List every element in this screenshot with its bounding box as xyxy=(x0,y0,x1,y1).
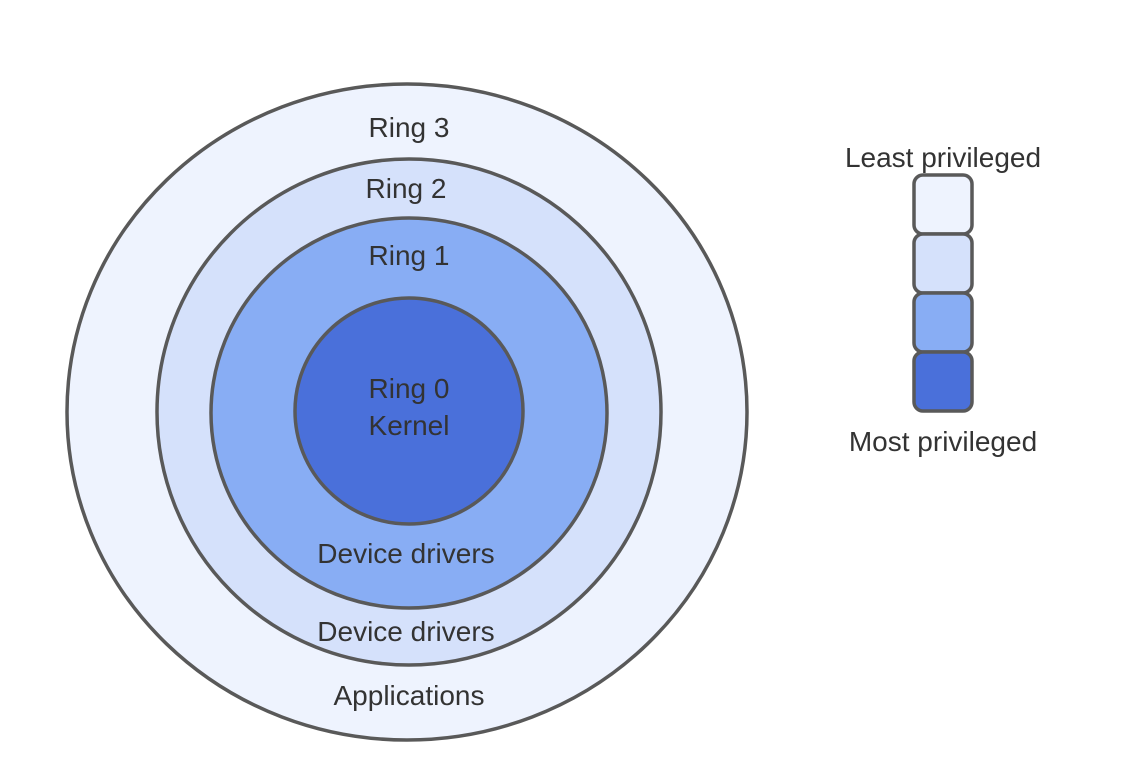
ring-1-bottom-label: Device drivers xyxy=(317,538,494,569)
legend-swatch-3 xyxy=(912,291,974,354)
ring-2-title: Ring 2 xyxy=(366,173,447,204)
ring-1-title: Ring 1 xyxy=(369,240,450,271)
legend-swatch-2 xyxy=(912,232,974,295)
legend-bottom-label: Most privileged xyxy=(849,426,1037,457)
legend-top-label: Least privileged xyxy=(845,142,1041,173)
ring-3-bottom-label: Applications xyxy=(334,680,485,711)
ring-2-bottom-label: Device drivers xyxy=(317,616,494,647)
ring-labels: Ring 3 Ring 2 Ring 1 Ring 0 Kernel Devic… xyxy=(317,112,494,711)
ring-3-title: Ring 3 xyxy=(369,112,450,143)
ring-0-subtitle: Kernel xyxy=(369,410,450,441)
legend-swatch-most xyxy=(912,350,974,413)
legend-swatch-least xyxy=(912,173,974,236)
rings-group xyxy=(65,82,749,742)
ring-0-circle xyxy=(293,296,525,526)
privilege-legend: Least privileged Most privileged xyxy=(845,142,1041,457)
ring-0-title: Ring 0 xyxy=(369,373,450,404)
